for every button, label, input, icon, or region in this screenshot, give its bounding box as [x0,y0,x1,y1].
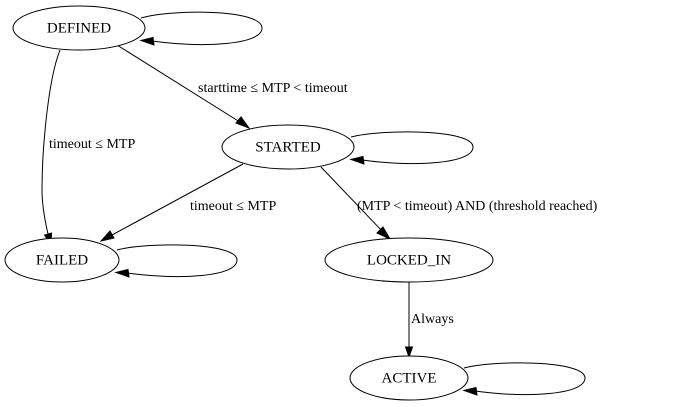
edge-started-locked-in-arrowhead [376,226,392,241]
node-locked-in[interactable]: LOCKED_IN [324,237,494,283]
edge-active-self-path [463,362,586,396]
node-started-label: STARTED [255,139,321,155]
edge-defined-self-arrowhead [139,36,155,46]
node-defined-label: DEFINED [47,20,111,36]
edge-defined-started-arrowhead [235,116,251,130]
edge-started-locked-in-path [320,166,384,233]
edge-failed-self-arrowhead [114,268,130,278]
node-started-ellipse [221,124,355,170]
edge-defined-started-path [116,44,244,125]
edge-started-failed-arrowhead [99,230,115,242]
node-active-ellipse [349,355,469,401]
edge-started-self-arrowhead [349,155,365,165]
edge-label-defined-failed: timeout ≤ MTP [49,137,135,152]
node-failed[interactable]: FAILED [4,237,120,283]
edge-failed-self[interactable] [114,244,238,278]
node-defined-ellipse [12,5,146,51]
edge-locked-in-active-arrowhead [404,346,414,359]
edge-label-started-failed: timeout ≤ MTP [190,199,276,214]
edge-started-failed-path [111,163,244,236]
edge-defined-started[interactable] [116,44,251,130]
edge-active-self-arrowhead [462,386,478,396]
node-active-label: ACTIVE [382,370,437,386]
edge-locked-in-active[interactable] [404,282,414,359]
edge-defined-self-path [140,11,263,46]
edge-defined-failed-path [41,49,61,235]
node-failed-label: FAILED [36,252,88,268]
edge-started-failed[interactable] [99,163,244,242]
node-started[interactable]: STARTED [221,124,355,170]
edge-label-locked-in-active: Always [411,312,454,327]
edge-started-self[interactable] [349,131,474,165]
node-active[interactable]: ACTIVE [349,355,469,401]
node-locked-in-ellipse [324,237,494,283]
edge-active-self[interactable] [462,362,586,396]
edge-defined-self[interactable] [139,11,263,46]
node-failed-ellipse [4,237,120,283]
edge-started-locked-in[interactable] [320,166,392,241]
edge-failed-self-path [116,244,238,278]
node-defined[interactable]: DEFINED [12,5,146,51]
edge-started-self-path [350,131,474,165]
node-locked-in-label: LOCKED_IN [367,252,451,268]
edge-label-started-locked-in: (MTP < timeout) AND (threshold reached) [357,199,598,214]
edge-label-defined-started: starttime ≤ MTP < timeout [198,81,348,96]
